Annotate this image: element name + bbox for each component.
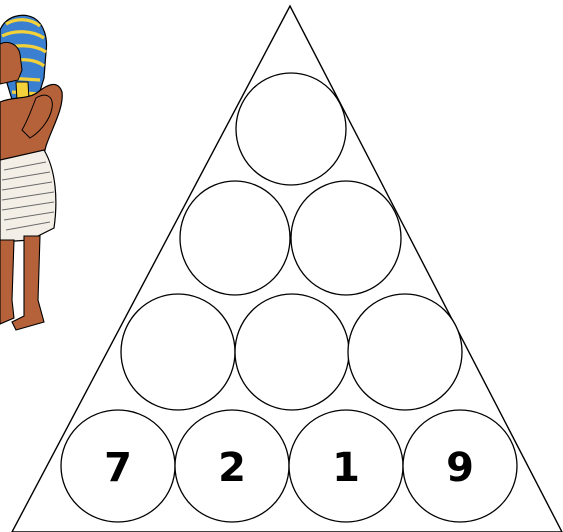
pyramid-cell[interactable] xyxy=(348,294,462,410)
pyramid-cell[interactable] xyxy=(121,294,235,410)
given-number: 7 xyxy=(104,445,132,491)
pyramid-cell-circle[interactable] xyxy=(121,294,235,410)
pharaoh-figure xyxy=(0,15,62,330)
pyramid-cell-circle[interactable] xyxy=(180,181,290,295)
pyramid-cell-circle[interactable] xyxy=(235,294,349,410)
pharaoh-back-leg xyxy=(0,240,14,324)
pyramid-cell: 1 xyxy=(289,410,403,522)
pyramid-cell: 9 xyxy=(403,410,517,522)
given-number: 1 xyxy=(332,445,360,491)
pyramid-cell[interactable] xyxy=(291,181,401,295)
pyramid-cell[interactable] xyxy=(180,181,290,295)
pyramid-cell: 7 xyxy=(61,410,175,522)
pyramid-cell[interactable] xyxy=(236,73,346,185)
pharaoh-front-leg xyxy=(12,236,44,330)
pyramid-cell-circle[interactable] xyxy=(236,73,346,185)
pyramid-cells: 7 2 1 9 xyxy=(61,73,517,522)
given-number: 9 xyxy=(446,445,474,491)
pyramid-cell[interactable] xyxy=(235,294,349,410)
pyramid-cell-circle[interactable] xyxy=(291,181,401,295)
given-number: 2 xyxy=(218,445,246,491)
pyramid-cell-circle[interactable] xyxy=(348,294,462,410)
pyramid-cell: 2 xyxy=(175,410,289,522)
